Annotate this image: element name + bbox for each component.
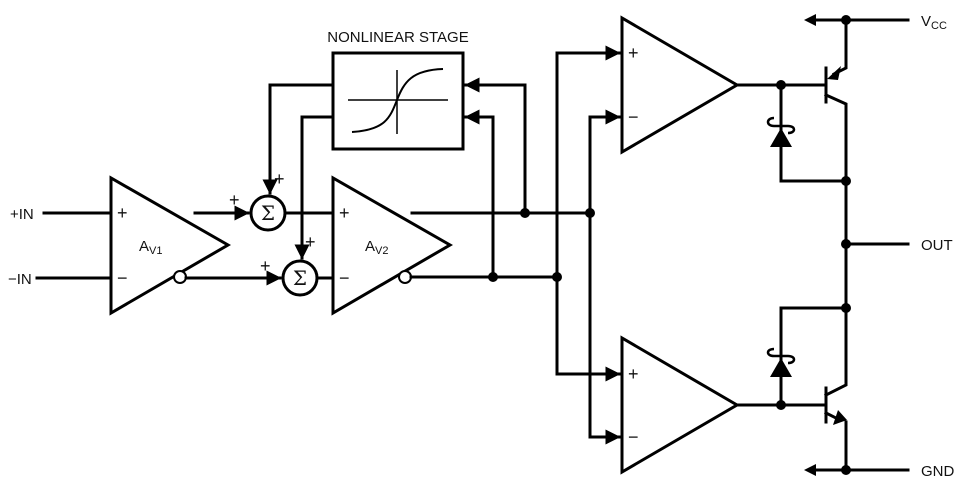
top-amp-plus-sign: +	[628, 43, 639, 63]
schottky-diode-bottom	[766, 306, 848, 407]
vcc-label-sub: CC	[931, 20, 947, 32]
bottom-amp-minus-sign: −	[628, 427, 639, 447]
av2-label-sub: V2	[375, 245, 388, 257]
av1-plus-sign: +	[117, 203, 128, 223]
summer-1: Σ	[249, 194, 287, 232]
av2-plus-sign: +	[339, 203, 350, 223]
amplifier-av2-triangle	[331, 175, 454, 316]
nonlinear-stage-block	[331, 51, 465, 151]
junction-dot	[841, 15, 851, 25]
amplifier-av2: + − AV2	[331, 175, 454, 316]
diode-bottom-bar	[766, 347, 796, 365]
wire-plus-to-nl	[464, 77, 527, 215]
wire-to-top-amp-plus	[555, 45, 621, 279]
npn-transistor	[823, 306, 848, 472]
sum1-left-plus: +	[229, 190, 240, 210]
vcc-label: VCC	[921, 13, 947, 32]
summer-1-sigma: Σ	[261, 201, 275, 225]
wire-to-bottom-amp-minus	[588, 211, 621, 445]
gnd-label: GND	[921, 463, 955, 480]
schottky-diode-top	[766, 83, 796, 183]
junction-dot	[520, 208, 530, 218]
summer-2: Σ	[281, 259, 319, 297]
npn-emitter-arrow	[833, 410, 847, 425]
av1-inverting-bubble	[173, 270, 187, 284]
diode-top-triangle	[770, 128, 792, 147]
sum2-top-plus: +	[305, 232, 316, 252]
av1-label-main: A	[139, 238, 149, 255]
diode-bottom-triangle	[770, 358, 792, 377]
av2-label: AV2	[365, 238, 388, 257]
diode-top-bar	[766, 116, 796, 135]
av2-inverting-bubble	[398, 270, 412, 284]
summer-2-sigma: Σ	[293, 266, 307, 290]
pnp-transistor	[824, 18, 848, 310]
amplifier-top-triangle	[620, 15, 740, 155]
bottom-amp-plus-sign: +	[628, 364, 639, 384]
av1-label-sub: V1	[149, 245, 162, 257]
plus-in-label: +IN	[10, 206, 34, 223]
wire-nl-to-sum2	[294, 115, 335, 260]
av1-label: AV1	[139, 238, 162, 257]
pnp-emitter-arrow	[827, 66, 841, 80]
nonlinear-stage-box	[331, 51, 465, 151]
vcc-label-main: V	[921, 13, 931, 30]
amplifier-top-driver: + −	[620, 15, 740, 155]
top-amp-minus-sign: −	[628, 107, 639, 127]
junction-dot	[841, 465, 851, 475]
junction-dot	[841, 239, 851, 249]
av1-minus-sign: −	[117, 268, 128, 288]
amplifier-av1-triangle	[109, 175, 232, 316]
sum2-left-plus: +	[260, 256, 271, 276]
amplifier-av1: + − AV1	[109, 175, 232, 316]
sum1-top-plus: +	[274, 169, 285, 189]
junction-dot	[488, 272, 498, 282]
vcc-arrow	[804, 14, 816, 26]
amplifier-bottom-driver: + −	[620, 335, 740, 475]
transfer-curve	[351, 68, 444, 133]
junction-dot	[776, 400, 786, 410]
wire-minus-to-nl	[464, 109, 495, 279]
av2-minus-sign: −	[339, 268, 350, 288]
av2-label-main: A	[365, 238, 375, 255]
wire-to-bottom-amp-plus	[555, 275, 621, 382]
wire-nl-to-sum1	[262, 83, 335, 195]
out-label: OUT	[921, 237, 953, 254]
wire-to-top-amp-minus	[588, 109, 621, 215]
amplifier-bottom-triangle	[620, 335, 740, 475]
gnd-arrow	[804, 464, 816, 476]
minus-in-label: −IN	[8, 271, 32, 288]
junction-dot	[841, 176, 851, 186]
nonlinear-stage-title: NONLINEAR STAGE	[327, 29, 468, 46]
